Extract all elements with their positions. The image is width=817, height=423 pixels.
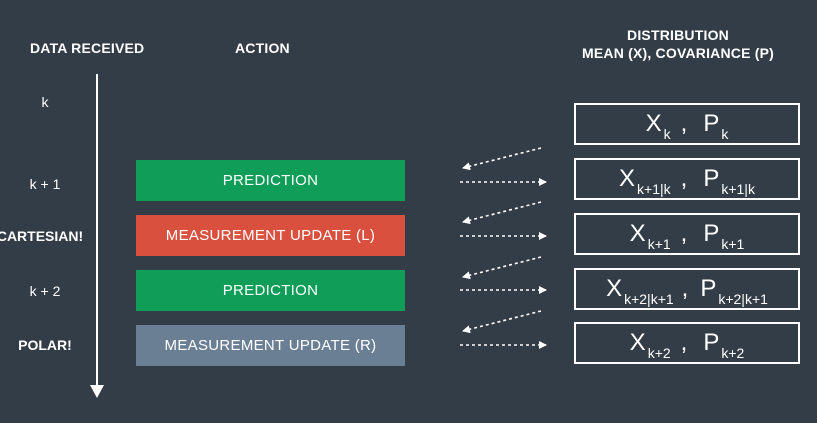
covariance-symbol: P: [703, 110, 720, 137]
covariance-subscript: k+1|k: [721, 181, 755, 197]
sensor-label-cartesian: CARTESIAN!: [0, 228, 84, 244]
time-label-k1: k + 1: [29, 176, 61, 192]
mean-symbol: X: [645, 110, 662, 137]
mean-symbol: X: [606, 275, 623, 302]
covariance-symbol: P: [703, 220, 720, 247]
time-label-k2: k + 2: [29, 283, 61, 299]
covariance-symbol: P: [700, 275, 717, 302]
action-measurement-update-laser: MEASUREMENT UPDATE (L): [136, 215, 405, 256]
mean-symbol: X: [629, 329, 646, 356]
feed-arrow-4: [462, 310, 542, 334]
mean-subscript: k+1: [647, 236, 671, 252]
mean-symbol: X: [619, 165, 636, 192]
separator: ,: [680, 165, 688, 192]
header-action: ACTION: [235, 40, 290, 56]
covariance-symbol: P: [703, 165, 720, 192]
feed-arrow-3: [462, 256, 542, 280]
mean-subscript: k+2: [647, 345, 671, 361]
covariance-subscript: k+2: [721, 345, 745, 361]
mean-symbol: X: [629, 220, 646, 247]
header-distribution: DISTRIBUTION MEAN (X), COVARIANCE (P): [560, 26, 796, 62]
action-prediction-2: PREDICTION: [136, 270, 405, 311]
time-label-k: k: [41, 94, 49, 110]
action-prediction-1: PREDICTION: [136, 160, 405, 201]
header-data-received: DATA RECEIVED: [30, 40, 145, 56]
action-measurement-update-radar: MEASUREMENT UPDATE (R): [136, 325, 405, 366]
feed-arrow-1: [462, 147, 542, 171]
separator: ,: [680, 220, 688, 247]
mean-subscript: k+1|k: [637, 181, 671, 197]
covariance-subscript: k+2|k+1: [718, 291, 768, 307]
header-distribution-line2: MEAN (X), COVARIANCE (P): [582, 45, 774, 61]
header-distribution-line1: DISTRIBUTION: [627, 27, 729, 43]
separator: ,: [680, 110, 688, 137]
timeline-arrowhead: [90, 385, 104, 398]
sensor-label-polar: POLAR!: [18, 337, 72, 353]
feed-arrow-2: [462, 201, 542, 225]
separator: ,: [681, 275, 689, 302]
covariance-symbol: P: [703, 329, 720, 356]
covariance-subscript: k+1: [721, 236, 745, 252]
timeline-arrow: [90, 74, 104, 398]
mean-subscript: k: [663, 126, 671, 142]
mean-subscript: k+2|k+1: [624, 291, 674, 307]
covariance-subscript: k: [721, 126, 729, 142]
separator: ,: [680, 329, 688, 356]
